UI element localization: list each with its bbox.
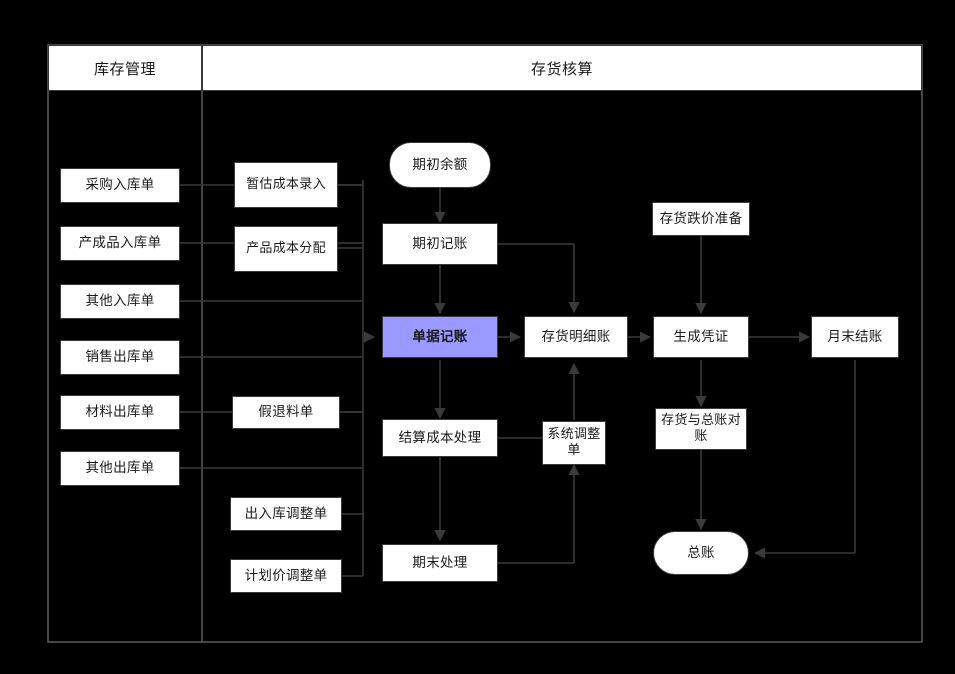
node-label: 假退料单 <box>258 404 314 421</box>
node-inventory-impairment[interactable]: 存货跌价准备 <box>652 202 750 236</box>
node-inventory-gl-reconcile[interactable]: 存货与总账对账 <box>655 408 747 450</box>
node-label: 其他入库单 <box>85 293 155 310</box>
header-inventory-management: 库存管理 <box>48 45 202 91</box>
header-inventory-accounting: 存货核算 <box>202 45 922 91</box>
node-label: 产品成本分配 <box>246 241 326 257</box>
node-estimated-cost-entry[interactable]: 暂估成本录入 <box>234 162 338 208</box>
node-opening-posting[interactable]: 期初记账 <box>382 223 498 265</box>
node-system-adjustment[interactable]: 系统调整单 <box>542 421 606 465</box>
node-month-end-closing[interactable]: 月末结账 <box>811 316 899 358</box>
node-in-out-adjustment[interactable]: 出入库调整单 <box>230 497 342 531</box>
node-label: 存货跌价准备 <box>659 210 743 227</box>
node-label: 单据记账 <box>412 328 468 345</box>
node-label: 采购入库单 <box>85 177 155 194</box>
node-label: 月末结账 <box>827 328 883 345</box>
node-other-receipt[interactable]: 其他入库单 <box>60 284 180 319</box>
node-label: 生成凭证 <box>673 328 729 345</box>
node-label: 结算成本处理 <box>398 429 482 446</box>
node-settlement-cost-processing[interactable]: 结算成本处理 <box>382 419 498 457</box>
node-false-return-material[interactable]: 假退料单 <box>232 396 340 429</box>
node-label: 总账 <box>687 544 715 561</box>
node-period-end-processing[interactable]: 期末处理 <box>382 544 498 582</box>
node-label: 存货明细账 <box>541 328 611 345</box>
node-opening-balance[interactable]: 期初余额 <box>389 142 491 188</box>
node-label: 计划价调整单 <box>244 567 328 584</box>
node-planned-price-adjustment[interactable]: 计划价调整单 <box>230 559 342 593</box>
node-label: 材料出库单 <box>85 404 155 421</box>
node-label: 期初记账 <box>412 235 468 252</box>
node-general-ledger[interactable]: 总账 <box>653 531 749 575</box>
node-label: 期初余额 <box>412 156 468 173</box>
node-product-cost-allocation[interactable]: 产品成本分配 <box>234 226 338 272</box>
node-other-issue[interactable]: 其他出库单 <box>60 451 180 486</box>
node-purchase-receipt[interactable]: 采购入库单 <box>60 168 180 203</box>
node-label: 期末处理 <box>412 554 468 571</box>
header-label: 库存管理 <box>93 59 156 78</box>
node-document-posting[interactable]: 单据记账 <box>382 316 498 358</box>
node-inventory-ledger[interactable]: 存货明细账 <box>524 316 628 358</box>
node-generate-voucher[interactable]: 生成凭证 <box>653 316 749 358</box>
node-finished-goods-receipt[interactable]: 产成品入库单 <box>60 226 180 261</box>
node-label: 存货与总账对账 <box>661 413 741 444</box>
node-sales-issue[interactable]: 销售出库单 <box>60 340 180 375</box>
node-label: 其他出库单 <box>85 460 155 477</box>
node-material-issue[interactable]: 材料出库单 <box>60 395 180 430</box>
node-label: 销售出库单 <box>85 349 155 366</box>
node-label: 系统调整单 <box>547 427 601 458</box>
header-label: 存货核算 <box>530 59 593 78</box>
node-label: 产成品入库单 <box>78 235 162 252</box>
node-label: 暂估成本录入 <box>246 177 326 193</box>
node-label: 出入库调整单 <box>244 505 328 522</box>
